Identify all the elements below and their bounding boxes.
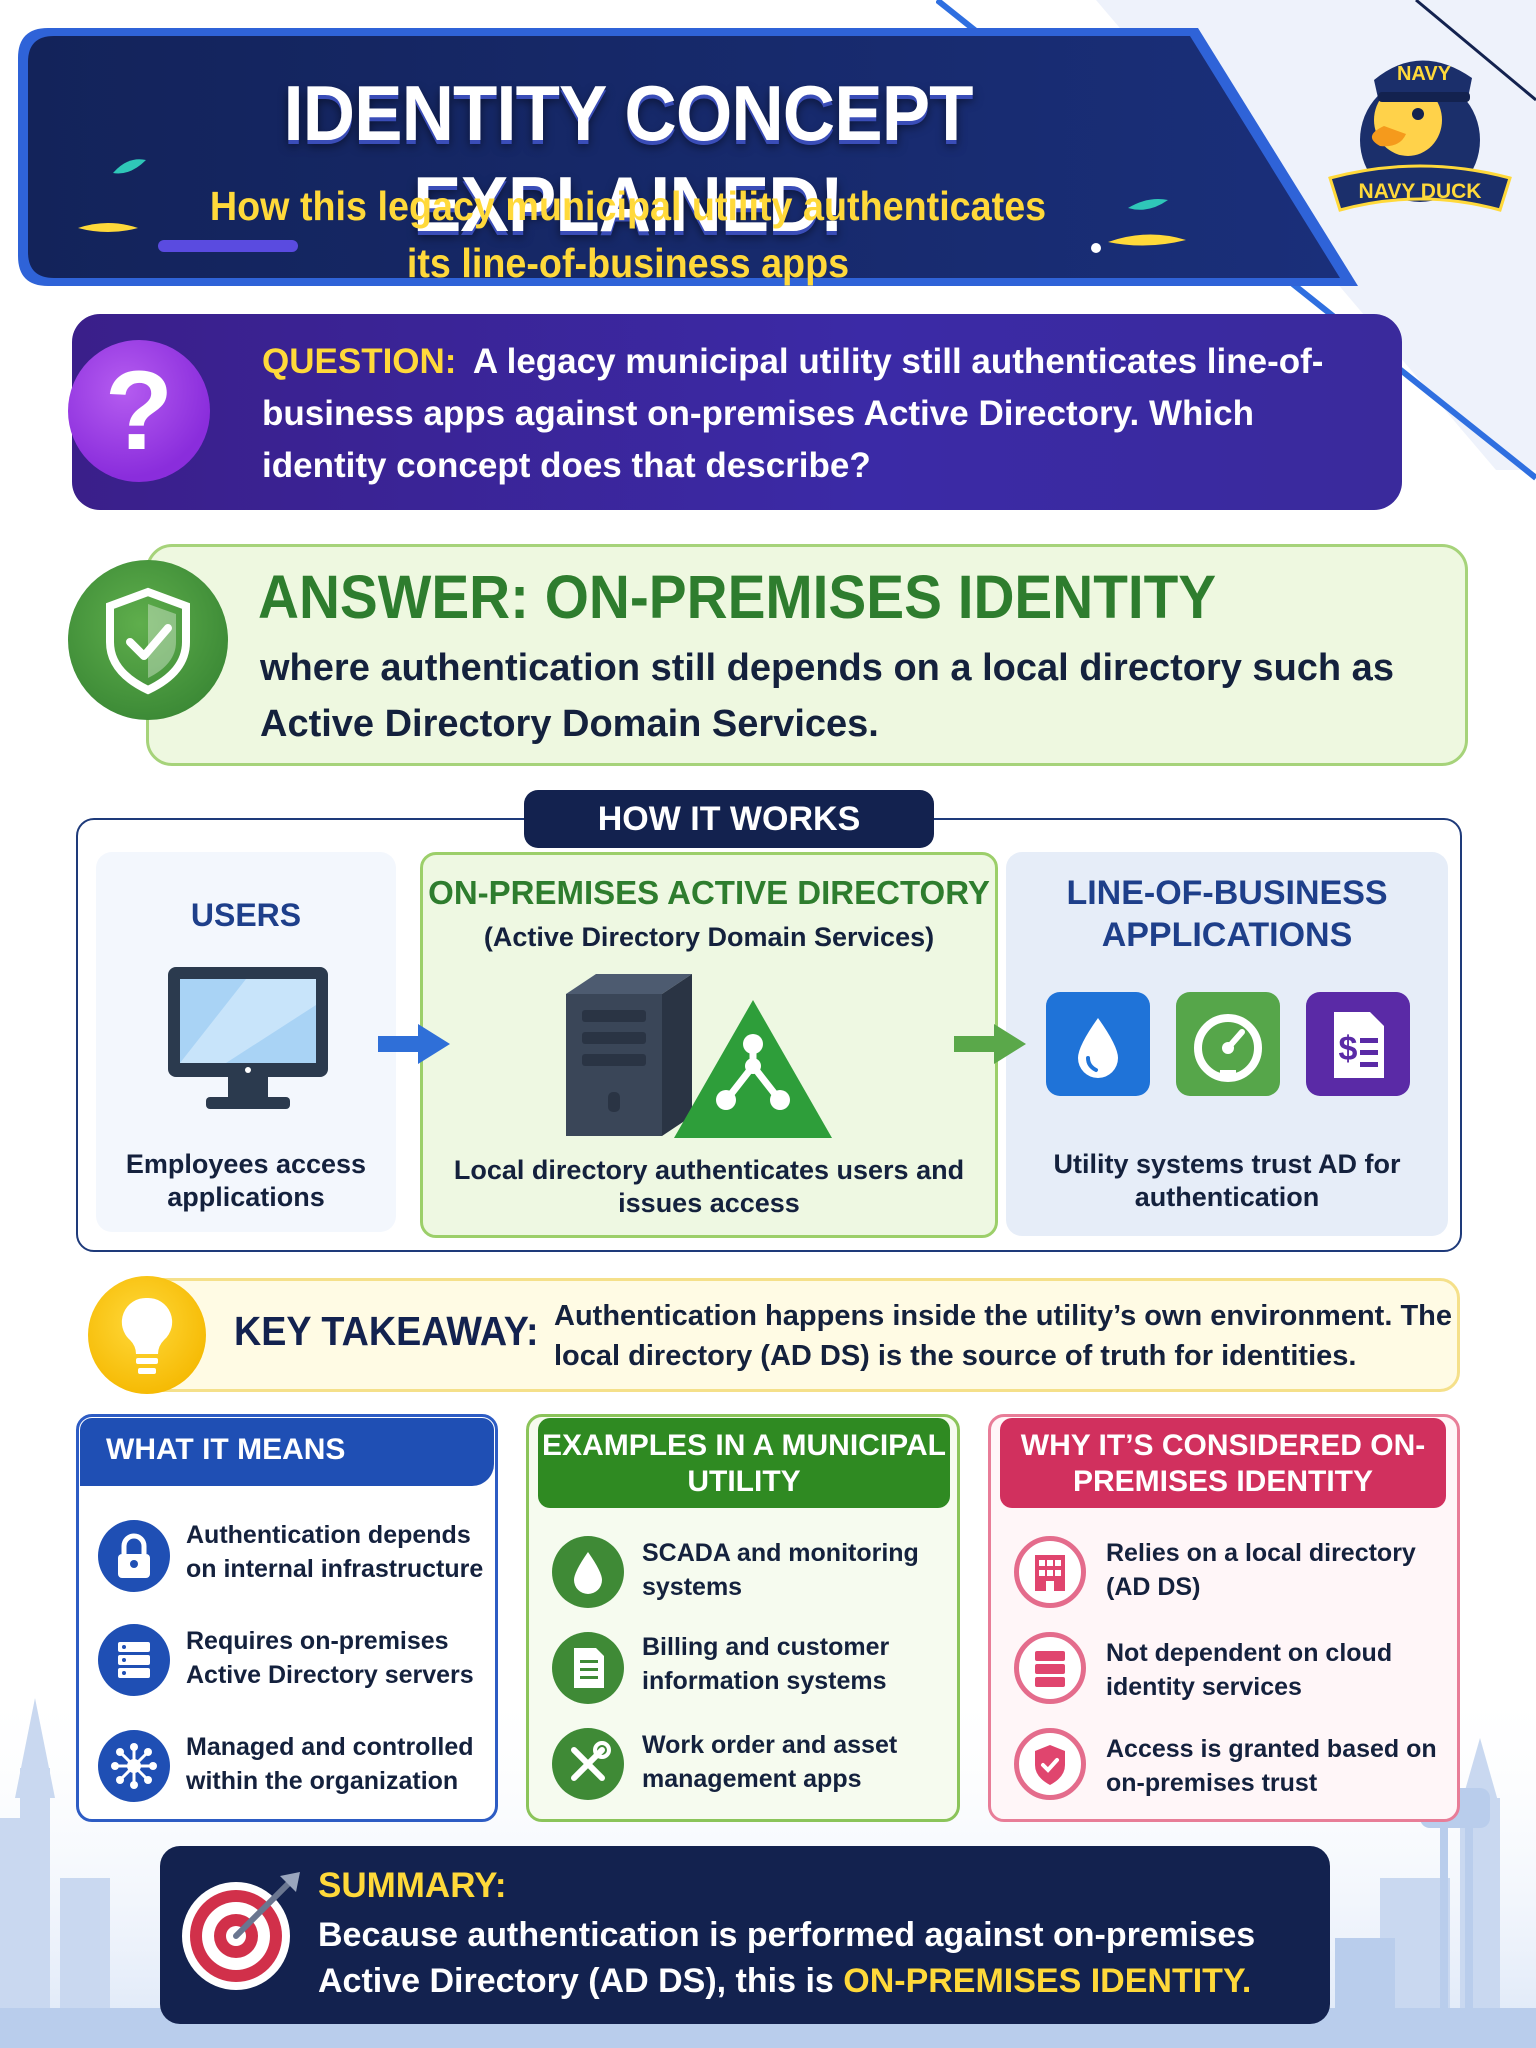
- key-takeaway-panel: [118, 1278, 1460, 1392]
- page-subtitle: How this legacy municipal utility authen…: [209, 183, 1047, 286]
- mascot-banner-text: NAVY DUCK: [1359, 180, 1482, 203]
- navy-duck-mascot-logo: NAVY NAVY DUCK: [1328, 60, 1512, 212]
- arrow-right-icon: [378, 1024, 450, 1064]
- answer-panel: [146, 544, 1468, 766]
- building-icon: [1014, 1536, 1086, 1608]
- summary-highlight: ON-PREMISES IDENTITY.: [843, 1962, 1252, 2000]
- svg-text:$: $: [1339, 1030, 1358, 1068]
- why-considered-item-2: Not dependent on cloud identity services: [1106, 1639, 1393, 1701]
- server-rack-icon: [1014, 1632, 1086, 1704]
- server-icon: [566, 974, 692, 1136]
- what-it-means-item-2: Requires on-premises Active Directory se…: [186, 1627, 474, 1689]
- header-banner: IDENTITY CONCEPT EXPLAINED! How this leg…: [18, 28, 1358, 286]
- examples-item-1: SCADA and monitoring systems: [642, 1539, 919, 1601]
- gauge-icon: [1176, 992, 1280, 1096]
- question-panel: [72, 314, 1402, 510]
- question-mark-icon: ?: [68, 340, 210, 482]
- summary-text: Because authentication is performed agai…: [318, 1916, 1256, 2000]
- answer-title: ANSWER: ON-PREMISES IDENTITY: [258, 563, 1217, 631]
- lightbulb-icon: [88, 1276, 206, 1394]
- water-drop-icon: [1046, 992, 1150, 1096]
- users-heading: USERS: [190, 897, 302, 933]
- question-text-block: QUESTION: A legacy municipal utility sti…: [262, 336, 1382, 492]
- why-considered-item-1: Relies on a local directory (AD DS): [1106, 1539, 1416, 1601]
- summary-panel: [160, 1846, 1330, 2024]
- target-icon: [182, 1872, 300, 1990]
- active-directory-panel: [420, 852, 998, 1238]
- wrench-screwdriver-icon: [552, 1728, 624, 1800]
- active-directory-heading: ON-PREMISES ACTIVE DIRECTORY: [428, 874, 990, 911]
- why-considered-item-3: Access is granted based on on-premises t…: [1106, 1735, 1437, 1797]
- key-takeaway-label: KEY TAKEAWAY:: [234, 1308, 539, 1354]
- network-hub-icon: [98, 1730, 170, 1802]
- key-takeaway-text: Authentication happens inside the utilit…: [554, 1300, 1452, 1372]
- what-it-means-item-1: Authentication depends on internal infra…: [186, 1521, 484, 1583]
- arrow-right-icon: [954, 1024, 1026, 1064]
- water-drop-icon: [552, 1536, 624, 1608]
- what-it-means-item-3: Managed and controlled within the organi…: [186, 1733, 474, 1795]
- users-caption: Employees access applications: [125, 1149, 367, 1212]
- how-it-works-tab: HOW IT WORKS: [524, 790, 934, 848]
- active-directory-caption: Local directory authenticates users and …: [453, 1155, 965, 1218]
- examples-heading: EXAMPLES IN A MUNICIPAL UTILITY: [538, 1418, 950, 1508]
- line-of-business-heading: LINE-OF-BUSINESS APPLICATIONS: [1066, 874, 1388, 954]
- active-directory-subheading: (Active Directory Domain Services): [483, 922, 935, 952]
- billing-document-icon: $: [1306, 992, 1410, 1096]
- shield-check-icon: [68, 560, 228, 720]
- why-considered-heading: WHY IT’S CONSIDERED ON-PREMISES IDENTITY: [1000, 1418, 1446, 1508]
- line-of-business-caption: Utility systems trust AD for authenticat…: [1053, 1149, 1401, 1212]
- directory-triangle-icon: [674, 1000, 832, 1138]
- summary-label: SUMMARY:: [318, 1866, 507, 1905]
- billing-document-icon: [552, 1632, 624, 1704]
- question-label: QUESTION:: [262, 342, 457, 381]
- monitor-icon: [168, 967, 328, 1109]
- header-background: [18, 28, 1358, 286]
- what-it-means-heading: WHAT IT MEANS: [80, 1418, 494, 1486]
- shield-icon: [1014, 1728, 1086, 1800]
- question-text: A legacy municipal utility still authent…: [262, 342, 1324, 485]
- examples-item-2: Billing and customer information systems: [642, 1633, 890, 1695]
- server-rack-icon: [98, 1624, 170, 1696]
- summary-text-block: Because authentication is performed agai…: [318, 1912, 1318, 2004]
- mascot-cap-text: NAVY: [1397, 63, 1452, 85]
- page-title: IDENTITY CONCEPT EXPLAINED!: [283, 69, 973, 248]
- lock-icon: [98, 1520, 170, 1592]
- examples-item-3: Work order and asset management apps: [642, 1731, 898, 1793]
- answer-description: where authentication still depends on a …: [260, 647, 1394, 745]
